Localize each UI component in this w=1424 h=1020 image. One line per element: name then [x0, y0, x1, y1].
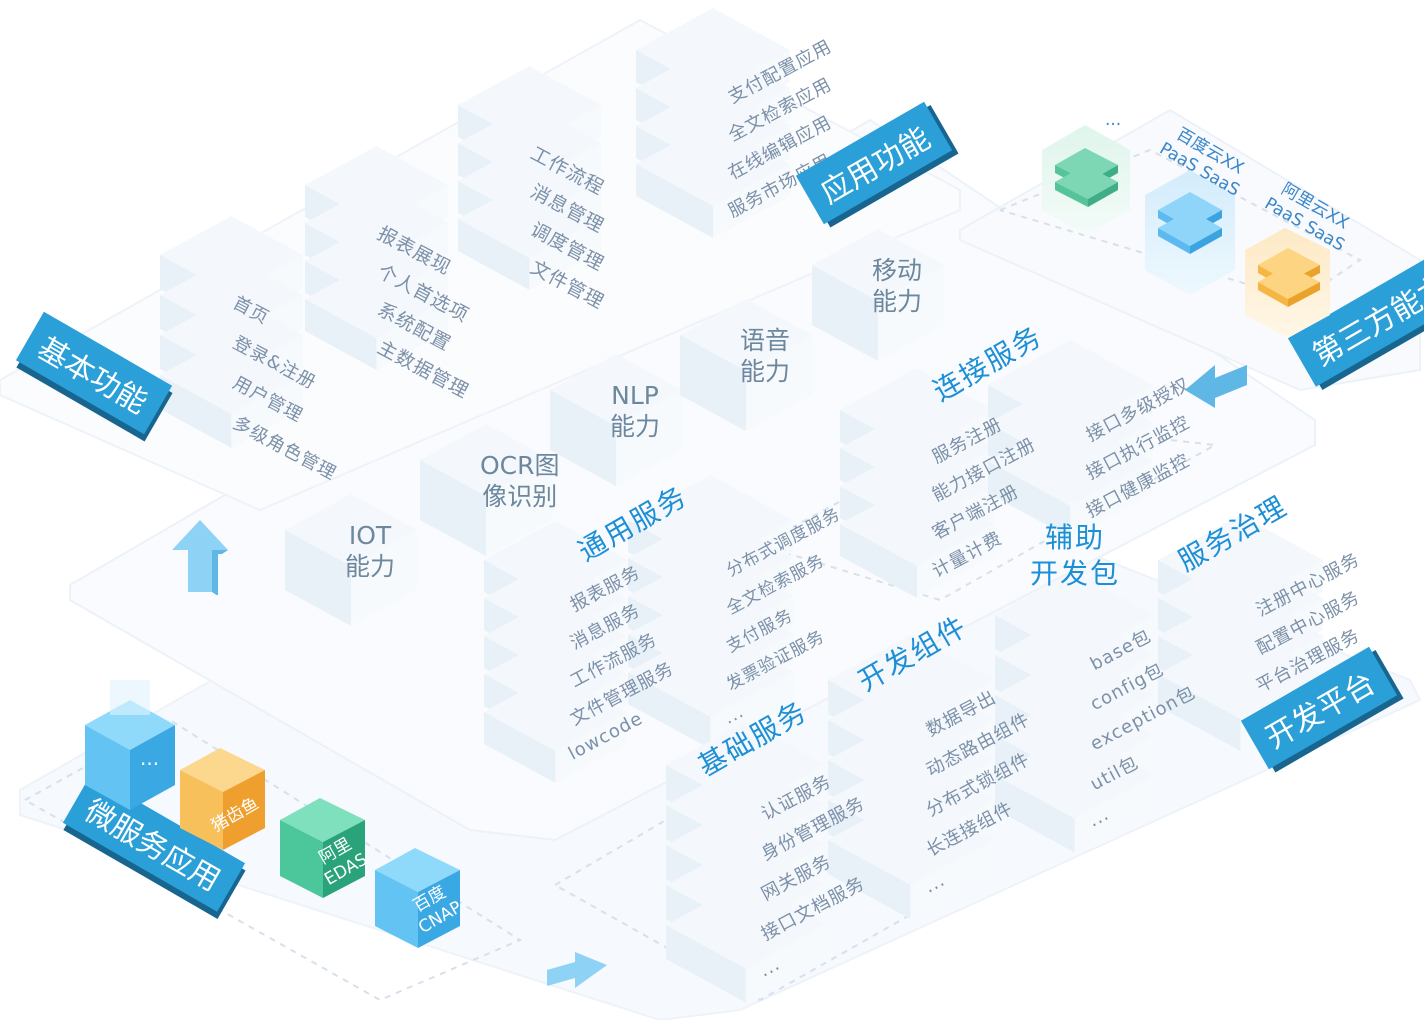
- blue-stack-icon: [1158, 192, 1222, 254]
- cap-ocr-line: OCR图: [480, 451, 560, 480]
- base-col-card: [666, 881, 826, 1003]
- aux-dev-pack-title-line: 辅助: [1045, 521, 1106, 554]
- cap-nlp-line: 能力: [610, 412, 661, 441]
- aux-dev-pack-title-line: 开发包: [1030, 557, 1121, 590]
- cap-iot-line: 能力: [345, 552, 396, 581]
- cap-voice-line: 语音: [740, 326, 791, 355]
- arrow-up-icon: [172, 520, 228, 595]
- cap-mobile-label: 移动能力: [872, 255, 922, 317]
- cap-mobile-block: [812, 229, 944, 361]
- service-slab: [69, 118, 1316, 842]
- basic-col-3-card: [458, 180, 601, 290]
- cap-ocr-label: OCR图像识别: [480, 450, 560, 512]
- devcomp-col-card: [828, 795, 993, 919]
- cap-voice-line: 能力: [740, 357, 791, 386]
- cap-mobile-line: 移动: [872, 256, 923, 285]
- cap-mobile-line: 能力: [872, 287, 923, 316]
- aux-dev-pack-title: 辅助开发包: [1030, 520, 1120, 592]
- cap-ocr-line: 像识别: [482, 482, 558, 511]
- micro-service-cubes: [85, 680, 460, 948]
- basic-col-4-card: [636, 122, 790, 238]
- green-stack-icon: [1055, 148, 1118, 207]
- cap-nlp-block: [550, 354, 682, 486]
- cap-voice-block: [680, 299, 812, 431]
- aux-col-card: [995, 731, 1155, 853]
- cap-nlp-line: NLP: [611, 381, 659, 410]
- connect-col-1-card: [840, 482, 994, 598]
- third-party-cubes: [1042, 125, 1330, 338]
- general-col-1-card: [484, 673, 627, 783]
- basic-col-1-card: [160, 336, 303, 448]
- third-party-more: ...: [1105, 110, 1122, 130]
- cap-iot-block: [285, 494, 417, 626]
- orange-stack-icon: [1258, 248, 1320, 307]
- connect-col-2-card: [988, 416, 1153, 538]
- general-col-2-card: [628, 627, 793, 749]
- basic-col-2-card: [305, 260, 448, 370]
- arrow-right-icon: [547, 952, 607, 988]
- cap-ocr-block: [420, 424, 552, 556]
- cap-iot-line: IOT: [348, 521, 392, 550]
- micro-more: ...: [140, 746, 160, 770]
- arrow-left-down-icon: [1185, 365, 1247, 408]
- cap-voice-label: 语音能力: [740, 325, 790, 387]
